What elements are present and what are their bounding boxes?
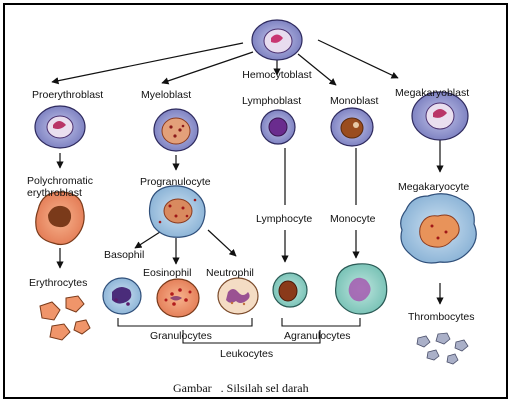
label-megakaryoblast: Megakaryoblast — [395, 87, 469, 99]
megakaryoblast-cell — [411, 91, 469, 141]
label-lymphoblast: Lymphoblast — [242, 95, 301, 107]
myeloblast-cell — [153, 108, 199, 152]
label-polychromatic-line2: erythroblast — [27, 187, 82, 199]
label-leukocytes: Leukocytes — [220, 348, 273, 360]
bracket-leukocytes — [182, 330, 321, 344]
label-myeloblast: Myeloblast — [141, 89, 191, 101]
megakaryocyte-cell — [400, 193, 477, 264]
monocyte-cell — [335, 263, 388, 315]
bracket-agranulocytes — [281, 318, 361, 327]
label-progranulocyte: Progranulocyte — [140, 176, 211, 188]
label-megakaryocyte: Megakaryocyte — [398, 181, 469, 193]
polychromatic-erythroblast-cell — [35, 191, 85, 246]
hemocytoblast-cell — [251, 19, 303, 61]
progranulocyte-cell — [148, 185, 206, 238]
proerythroblast-cell — [34, 105, 86, 149]
monoblast-cell — [330, 107, 374, 147]
label-basophil: Basophil — [104, 249, 144, 261]
figure-caption: Gambar . Silsilah sel darah — [173, 381, 309, 395]
label-monoblast: Monoblast — [330, 95, 379, 107]
eosinophil-cell — [156, 278, 200, 318]
erythrocytes-group — [39, 295, 91, 341]
arrow-to-neutrophil — [207, 229, 237, 257]
arrow-hemo-to-monoblast — [297, 53, 337, 86]
bracket-granulocytes — [117, 318, 253, 327]
grouping-brackets — [117, 318, 361, 344]
lymphocyte-cell — [272, 272, 308, 308]
label-hemocytoblast: Hemocytoblast — [242, 69, 312, 81]
thrombocytes-group — [416, 332, 469, 365]
label-monocyte: Monocyte — [330, 213, 376, 225]
label-lymphocyte: Lymphocyte — [256, 213, 312, 225]
basophil-cell — [102, 277, 142, 315]
neutrophil-cell — [217, 277, 259, 315]
arrow-to-basophil — [134, 231, 161, 249]
label-proerythroblast: Proerythroblast — [32, 89, 103, 101]
label-granulocytes: Granulocytes — [150, 330, 212, 342]
arrow-hemo-to-megakaryoblast — [317, 39, 399, 79]
arrows — [51, 39, 444, 305]
arrow-hemo-to-myeloblast — [161, 51, 254, 85]
label-erythrocytes: Erythrocytes — [29, 277, 87, 289]
arrow-hemo-to-proerythroblast — [51, 42, 244, 85]
label-agranulocytes: Agranulocytes — [284, 330, 351, 342]
label-neutrophil: Neutrophil — [206, 267, 254, 279]
label-polychromatic-line1: Polychromatic — [27, 175, 93, 187]
label-thrombocytes: Thrombocytes — [408, 311, 475, 323]
labels: Hemocytoblast Proerythroblast Myeloblast… — [27, 69, 475, 395]
label-eosinophil: Eosinophil — [143, 267, 191, 279]
lymphoblast-cell — [260, 109, 296, 145]
